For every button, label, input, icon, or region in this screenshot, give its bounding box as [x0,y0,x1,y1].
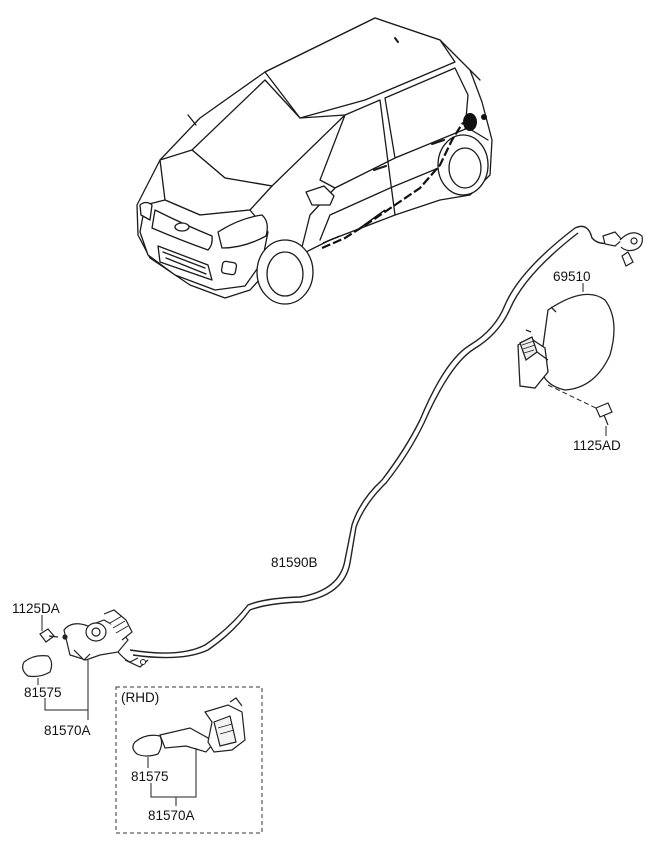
handle-assy-lhd [63,609,139,663]
fuel-door-location-mark [463,113,477,131]
label-door-screw: 1125AD [573,438,621,453]
label-release-cable: 81590B [271,555,318,570]
label-fuel-filler-door: 69510 [553,269,591,284]
label-handle-bolt: 1125DA [12,601,60,616]
release-cable-line [129,225,629,654]
label-lever-cover-rhd: 81575 [131,769,169,784]
cable-routing-in-car [321,117,471,250]
fuel-filler-door [517,293,615,391]
car-illustration [136,17,493,305]
handle-assy-rhd [159,697,246,753]
lever-cover-rhd [132,734,163,757]
cable-end-clip [602,231,643,267]
label-handle-assy-rhd: 81570A [148,808,195,823]
label-lever-cover-lhd: 81575 [24,685,62,700]
screw-1125ad [595,402,613,426]
bolt-1125da [39,628,68,643]
lever-cover-lhd [22,655,53,678]
rhd-box [115,686,263,834]
label-handle-assy-lhd: 81570A [44,723,91,738]
rhd-title: (RHD) [121,690,160,705]
